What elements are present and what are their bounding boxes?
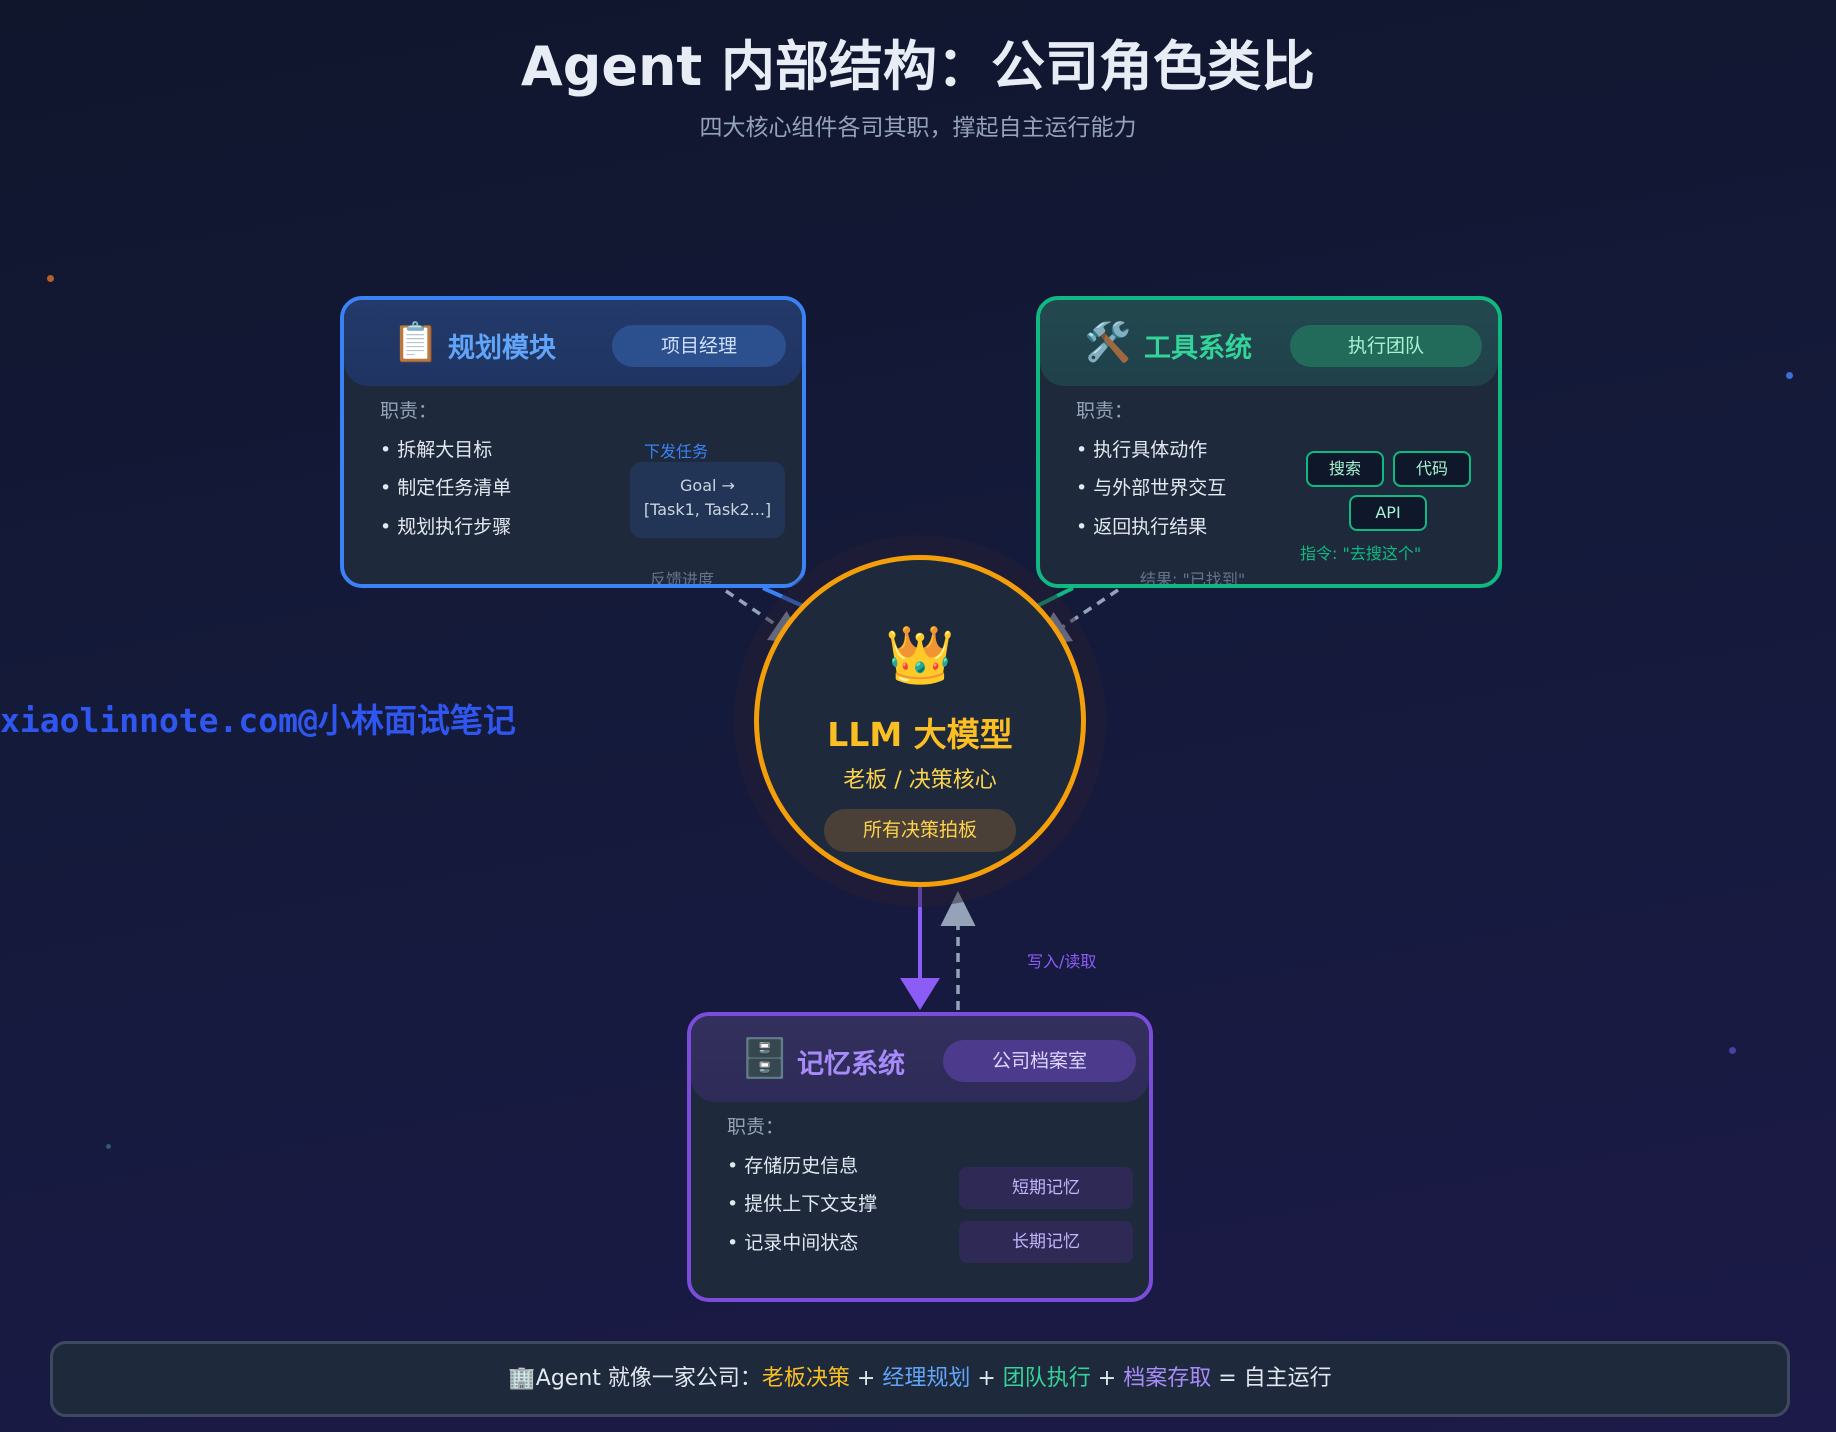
tools-duty: • 执行具体动作 bbox=[1076, 439, 1208, 461]
tools-connector bbox=[1036, 586, 1074, 608]
summary-boss: 老板决策 bbox=[761, 1366, 850, 1391]
summary-result: = 自主运行 bbox=[1211, 1366, 1332, 1391]
planning-connector bbox=[762, 586, 804, 608]
planning-duty: • 规划执行步骤 bbox=[380, 516, 512, 538]
decor-dot bbox=[47, 275, 54, 282]
llm-title: LLM 大模型 bbox=[827, 715, 1013, 754]
tools-role-badge: 执行团队 bbox=[1290, 325, 1482, 367]
goal-box: Goal → [Task1, Task2...] bbox=[630, 462, 785, 538]
tool-tag-code: 代码 bbox=[1393, 451, 1471, 487]
feedback-label: 反馈进度 bbox=[650, 570, 715, 588]
llm-pill: 所有决策拍板 bbox=[824, 809, 1016, 852]
memory-duty: • 提供上下文支撑 bbox=[727, 1193, 878, 1215]
planning-duty: • 拆解大目标 bbox=[380, 439, 493, 461]
rw-label: 写入/读取 bbox=[1027, 952, 1097, 971]
plus: + bbox=[970, 1366, 1003, 1391]
memory-role-badge: 公司档案室 bbox=[943, 1040, 1136, 1082]
planning-duty: • 制定任务清单 bbox=[380, 477, 512, 499]
command-label: 指令: "去搜这个" bbox=[1300, 544, 1422, 563]
tools-card: 🛠️ 工具系统 执行团队 职责： • 执行具体动作 • 与外部世界交互 • 返回… bbox=[1036, 296, 1502, 588]
page-subtitle: 四大核心组件各司其职，撑起自主运行能力 bbox=[699, 115, 1137, 141]
memory-duty-label: 职责： bbox=[727, 1116, 785, 1138]
plus: + bbox=[849, 1366, 883, 1391]
planning-title: 规划模块 bbox=[448, 333, 556, 364]
short-term-memory-tag: 短期记忆 bbox=[959, 1167, 1133, 1209]
llm-core: 👑 LLM 大模型 老板 / 决策核心 所有决策拍板 bbox=[754, 555, 1086, 887]
memory-duty: • 记录中间状态 bbox=[727, 1232, 859, 1254]
memory-duty: • 存储历史信息 bbox=[727, 1155, 859, 1177]
decor-dot bbox=[1786, 372, 1793, 379]
summary-manager: 经理规划 bbox=[882, 1366, 971, 1391]
summary-prefix: Agent 就像一家公司： bbox=[535, 1366, 762, 1391]
result-label: 结果: "已找到" bbox=[1140, 570, 1246, 588]
decor-dot bbox=[1729, 1047, 1736, 1054]
watermark: xiaolinnote.com@小林面试笔记 bbox=[0, 701, 516, 740]
office-building-icon: 🏢 bbox=[508, 1366, 536, 1391]
clipboard-icon: 📋 bbox=[392, 320, 440, 364]
long-term-memory-tag: 长期记忆 bbox=[959, 1221, 1133, 1263]
plus: + bbox=[1090, 1366, 1124, 1391]
tool-tag-api: API bbox=[1349, 495, 1427, 531]
task-list: [Task1, Task2...] bbox=[643, 500, 772, 519]
summary-team: 团队执行 bbox=[1002, 1366, 1091, 1391]
page-title: Agent 内部结构：公司角色类比 bbox=[520, 35, 1316, 98]
memory-card: 🗄️ 记忆系统 公司档案室 职责： • 存储历史信息 • 提供上下文支撑 • 记… bbox=[687, 1012, 1153, 1302]
file-cabinet-icon: 🗄️ bbox=[741, 1036, 789, 1080]
planning-duty-label: 职责： bbox=[380, 400, 438, 422]
tools-duty-label: 职责： bbox=[1076, 400, 1134, 422]
tools-duty: • 与外部世界交互 bbox=[1076, 477, 1227, 499]
tools-duty: • 返回执行结果 bbox=[1076, 516, 1208, 538]
dispatch-label: 下发任务 bbox=[644, 442, 709, 461]
decor-dot bbox=[106, 1144, 111, 1149]
tool-tag-search: 搜索 bbox=[1306, 451, 1384, 487]
tools-title: 工具系统 bbox=[1144, 333, 1252, 364]
summary-archive: 档案存取 bbox=[1123, 1366, 1212, 1391]
hammer-wrench-icon: 🛠️ bbox=[1084, 320, 1132, 364]
summary-bar: 🏢Agent 就像一家公司：老板决策 + 经理规划 + 团队执行 + 档案存取 … bbox=[50, 1341, 1790, 1417]
llm-subtitle: 老板 / 决策核心 bbox=[843, 768, 997, 793]
planning-role-badge: 项目经理 bbox=[612, 325, 786, 367]
memory-title: 记忆系统 bbox=[797, 1049, 905, 1080]
goal-line: Goal → bbox=[680, 476, 735, 495]
planning-card: 📋 规划模块 项目经理 职责： • 拆解大目标 • 制定任务清单 • 规划执行步… bbox=[340, 296, 806, 588]
crown-icon: 👑 bbox=[885, 623, 955, 688]
